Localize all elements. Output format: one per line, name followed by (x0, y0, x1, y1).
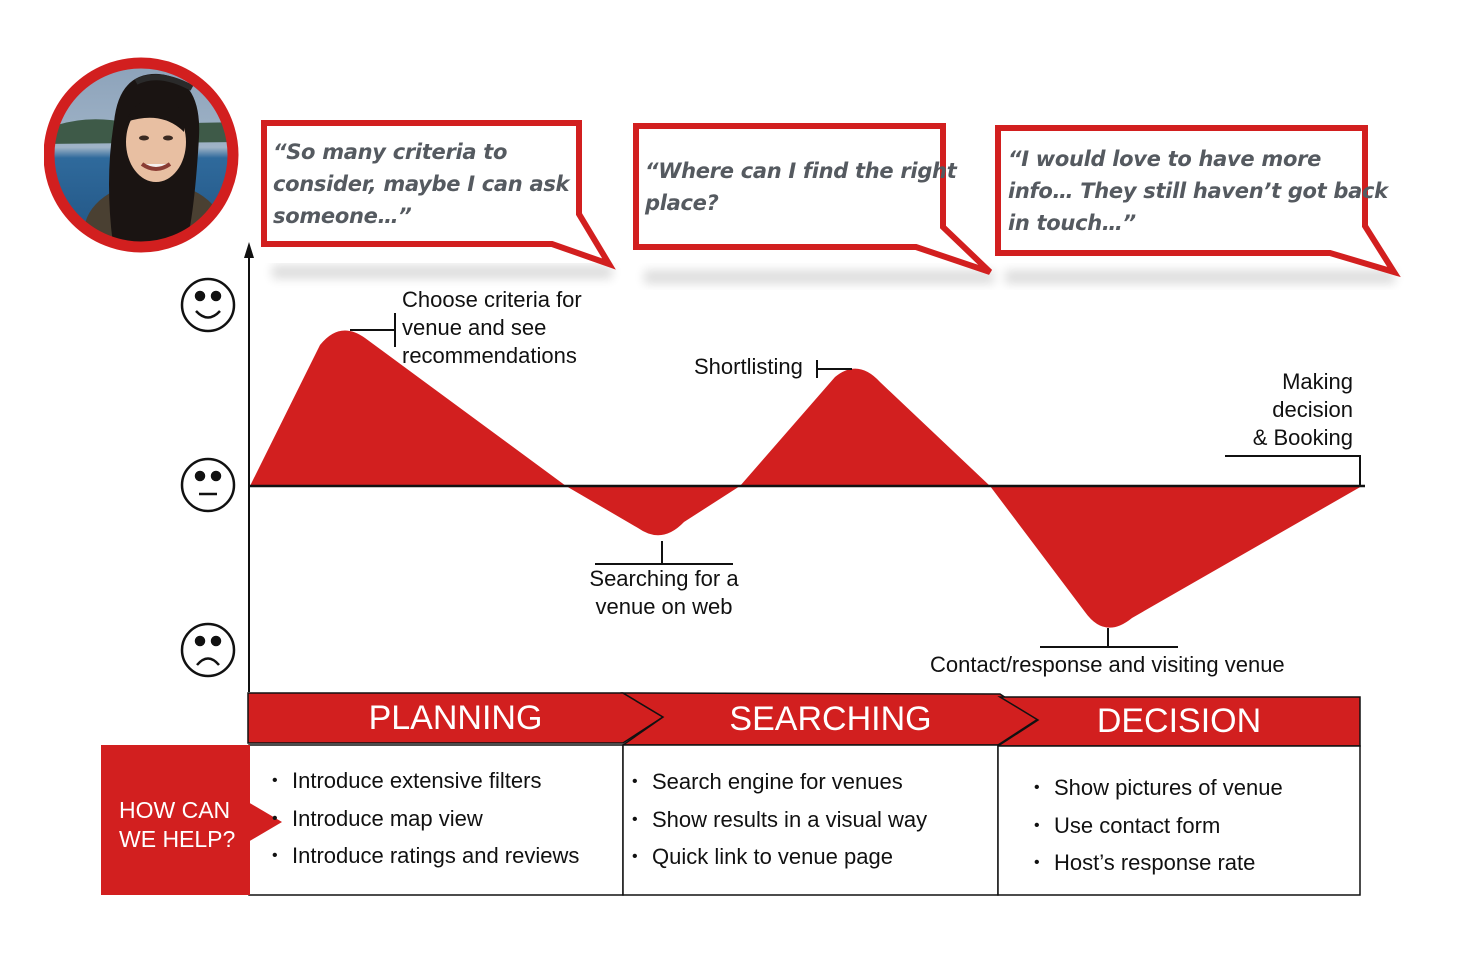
list-item: Introduce map view (272, 800, 579, 838)
quote-bubble-2 (633, 123, 993, 275)
help-list-searching: Search engine for venues Show results in… (632, 763, 927, 876)
touchpoint-shortlisting: Shortlisting (694, 354, 803, 379)
list-item: Search engine for venues (632, 763, 927, 801)
quote-bubbles (261, 120, 1401, 284)
searching-leader (595, 541, 733, 565)
phase-arrow-planning (247, 692, 665, 744)
phase-label-searching: SEARCHING (729, 700, 932, 738)
help-list-decision: Show pictures of venue Use contact form … (1034, 769, 1283, 882)
help-list-planning: Introduce extensive filters Introduce ma… (272, 762, 579, 875)
list-item: Show results in a visual way (632, 801, 927, 839)
touchpoint-contact: Contact/response and visiting venue (930, 652, 1285, 677)
list-item: Show pictures of venue (1034, 769, 1283, 807)
phase-label-planning: PLANNING (368, 699, 543, 737)
happy-face-icon (180, 277, 236, 333)
shortlist-leader (816, 360, 852, 378)
list-item: Introduce extensive filters (272, 762, 579, 800)
y-axis-arrow-icon (244, 242, 254, 258)
avatar (44, 57, 239, 253)
contact-leader (1040, 628, 1178, 648)
phase-label-decision: DECISION (1096, 702, 1262, 740)
list-item: Host’s response rate (1034, 844, 1283, 882)
quote-bubble-1 (261, 120, 616, 270)
neutral-face-icon (180, 457, 236, 513)
sad-face-icon (180, 622, 236, 678)
emotion-curve (250, 330, 1362, 628)
making-leader (1225, 455, 1361, 486)
choose-leader (350, 313, 396, 347)
emotion-curve-chart (180, 242, 1365, 692)
quote-bubble-3 (995, 125, 1401, 278)
list-item: Introduce ratings and reviews (272, 837, 579, 875)
list-item: Use contact form (1034, 807, 1283, 845)
help-pointer-icon (248, 802, 282, 842)
list-item: Quick link to venue page (632, 838, 927, 876)
